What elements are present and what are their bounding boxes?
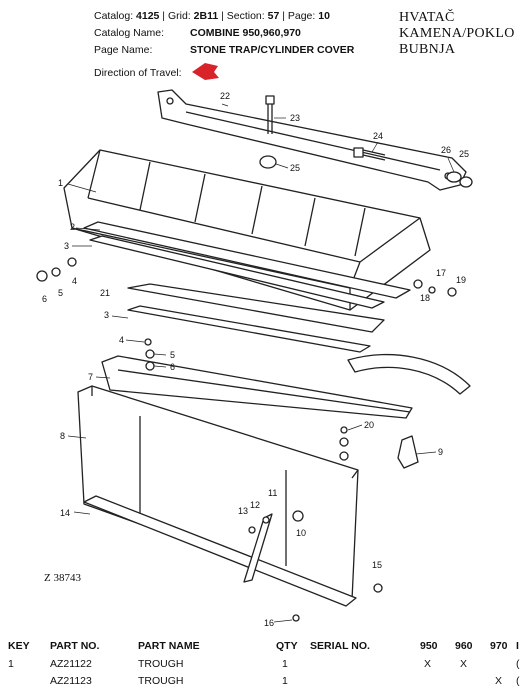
row-950: X bbox=[424, 658, 432, 670]
part-24-bolt bbox=[353, 147, 386, 161]
title-line-3: BUBNJA bbox=[399, 42, 456, 57]
callout-6: 6 bbox=[42, 294, 47, 304]
callout-2: 2 bbox=[70, 222, 75, 232]
callout-11: 11 bbox=[268, 488, 277, 498]
callout-23: 23 bbox=[290, 113, 300, 123]
row-970: X bbox=[495, 675, 503, 687]
part-21-screen bbox=[127, 283, 385, 333]
col-serial-header: SERIAL NO. bbox=[310, 640, 370, 652]
callout-25: 25 bbox=[290, 163, 300, 173]
callout-20: 20 bbox=[364, 420, 374, 430]
callout-15: 15 bbox=[372, 560, 382, 570]
row-part-name: TROUGH bbox=[138, 658, 184, 670]
callout-12: 12 bbox=[250, 500, 260, 510]
callout-6b: 6 bbox=[170, 362, 175, 372]
row-qty: 1 bbox=[282, 675, 288, 687]
col-part-no-header: PART NO. bbox=[50, 640, 100, 652]
callout-5b: 5 bbox=[170, 350, 175, 360]
row-qty: 1 bbox=[282, 658, 288, 670]
title-line-1: HVATAČ bbox=[399, 10, 455, 25]
figure-code: Z 38743 bbox=[44, 572, 81, 584]
callout-21: 21 bbox=[100, 288, 110, 298]
col-part-name-header: PART NAME bbox=[138, 640, 200, 652]
callout-5: 5 bbox=[58, 288, 63, 298]
callout-1: 1 bbox=[58, 178, 63, 188]
part-2-screen-strip bbox=[83, 221, 411, 299]
callout-13: 13 bbox=[238, 506, 248, 516]
grid-label: Grid: bbox=[167, 10, 191, 22]
callout-24: 24 bbox=[373, 131, 383, 141]
part-10-lever bbox=[243, 510, 304, 583]
col-qty-header: QTY bbox=[276, 640, 298, 652]
catalog-info-line: Catalog: 4125 | Grid: 2B11 | Section: 57… bbox=[94, 10, 330, 22]
row-extra: ( bbox=[516, 675, 520, 687]
section-label: Section: bbox=[226, 10, 265, 22]
row-key: 1 bbox=[8, 658, 14, 670]
part-3-strip bbox=[89, 235, 385, 309]
callout-14: 14 bbox=[60, 508, 70, 518]
callout-25b: 25 bbox=[459, 149, 469, 159]
section-value: 57 bbox=[267, 10, 280, 22]
callout-19: 19 bbox=[456, 275, 466, 285]
direction-arrow-icon bbox=[192, 63, 219, 80]
callout-8: 8 bbox=[60, 431, 65, 441]
callout-22: 22 bbox=[220, 91, 230, 101]
catalog-name-value: COMBINE 950,960,970 bbox=[190, 27, 301, 39]
page-name-label: Page Name: bbox=[94, 44, 153, 56]
part-22-bracket bbox=[157, 89, 467, 191]
translated-title: HVATAČ KAMENA/POKLO BUBNJA bbox=[399, 10, 515, 58]
page-label: Page: bbox=[287, 10, 316, 22]
part-23-bolt bbox=[265, 95, 275, 134]
col-960-header: 960 bbox=[455, 640, 473, 652]
col-extra-header: I bbox=[516, 640, 519, 652]
catalog-name-label: Catalog Name: bbox=[94, 27, 165, 39]
col-950-header: 950 bbox=[420, 640, 438, 652]
callout-9: 9 bbox=[438, 447, 443, 457]
col-key-header: KEY bbox=[8, 640, 30, 652]
callout-17: 17 bbox=[436, 268, 446, 278]
row-part-no: AZ21123 bbox=[50, 675, 92, 687]
part-7-angle-bar bbox=[101, 355, 413, 419]
part-curved-screen bbox=[347, 354, 471, 395]
grid-value: 2B11 bbox=[193, 10, 219, 22]
col-970-header: 970 bbox=[490, 640, 508, 652]
callout-16: 16 bbox=[264, 618, 274, 628]
callout-3b: 3 bbox=[104, 310, 109, 320]
callout-labels: 1 2 3 3 4 4 5 5 6 6 7 8 9 10 11 12 13 14… bbox=[42, 91, 469, 628]
callout-3: 3 bbox=[64, 241, 69, 251]
part-26-spacer bbox=[446, 171, 473, 188]
catalog-label: Catalog: bbox=[94, 10, 134, 22]
part-25-nut bbox=[259, 155, 277, 169]
page-name-value: STONE TRAP/CYLINDER COVER bbox=[190, 44, 355, 56]
row-part-no: AZ21122 bbox=[50, 658, 92, 670]
row-960: X bbox=[460, 658, 468, 670]
part-3-lower-strip bbox=[127, 305, 371, 353]
row-part-name: TROUGH bbox=[138, 675, 184, 687]
callout-18: 18 bbox=[420, 293, 430, 303]
part-8-cover-plate bbox=[77, 385, 359, 601]
part-9-clip bbox=[397, 435, 419, 469]
row-extra: ( bbox=[516, 658, 520, 670]
callout-7: 7 bbox=[88, 372, 93, 382]
callout-4: 4 bbox=[72, 276, 77, 286]
callout-4b: 4 bbox=[119, 335, 124, 345]
callout-10: 10 bbox=[296, 528, 306, 538]
catalog-value: 4125 bbox=[136, 10, 160, 22]
title-line-2: KAMENA/POKLO bbox=[399, 26, 515, 41]
small-hardware bbox=[36, 257, 457, 622]
part-14-lower-strip bbox=[83, 495, 357, 607]
direction-of-travel-label: Direction of Travel: bbox=[94, 67, 182, 79]
page-value: 10 bbox=[318, 10, 330, 22]
callout-26: 26 bbox=[441, 145, 451, 155]
